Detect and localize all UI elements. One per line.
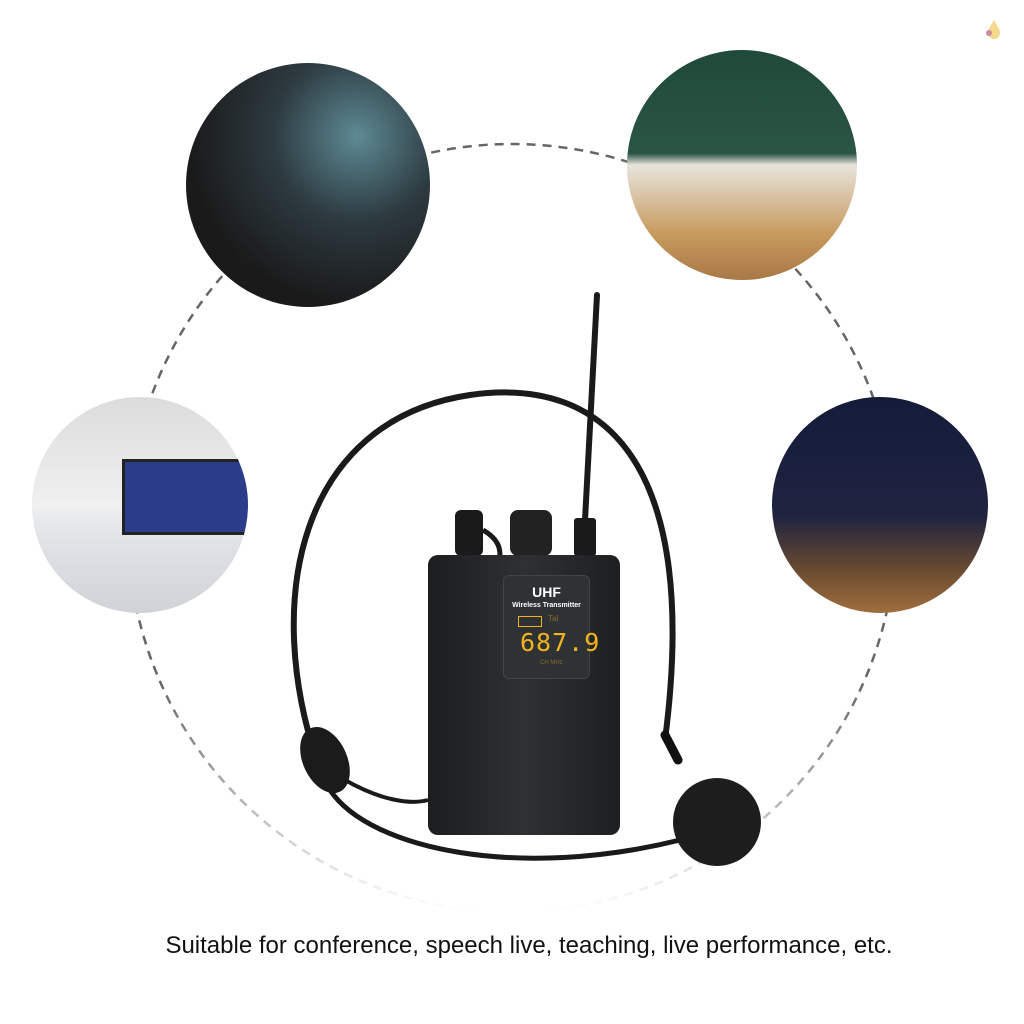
caption: Suitable for conference, speech live, te… <box>165 932 893 959</box>
transmitter-label: Wireless Transmitter <box>512 602 581 609</box>
unit-label: CH MHz <box>540 660 563 666</box>
conference-speech-photo <box>186 63 430 307</box>
transmitter-display: UHF Wireless Transmitter Tal 687.9 CH MH… <box>503 575 599 679</box>
teaching-photo <box>627 50 857 280</box>
signal-indicator: Tal <box>548 614 559 623</box>
battery-icon <box>518 616 542 627</box>
live-performance-photo <box>772 397 988 613</box>
wireless-transmitter: UHF Wireless Transmitter Tal 687.9 CH MH… <box>428 555 620 835</box>
brand-logo-icon <box>986 20 1000 39</box>
frequency-readout: 687.9 <box>520 628 601 657</box>
uhf-label: UHF <box>532 584 561 600</box>
meeting-presentation-photo <box>32 397 248 613</box>
